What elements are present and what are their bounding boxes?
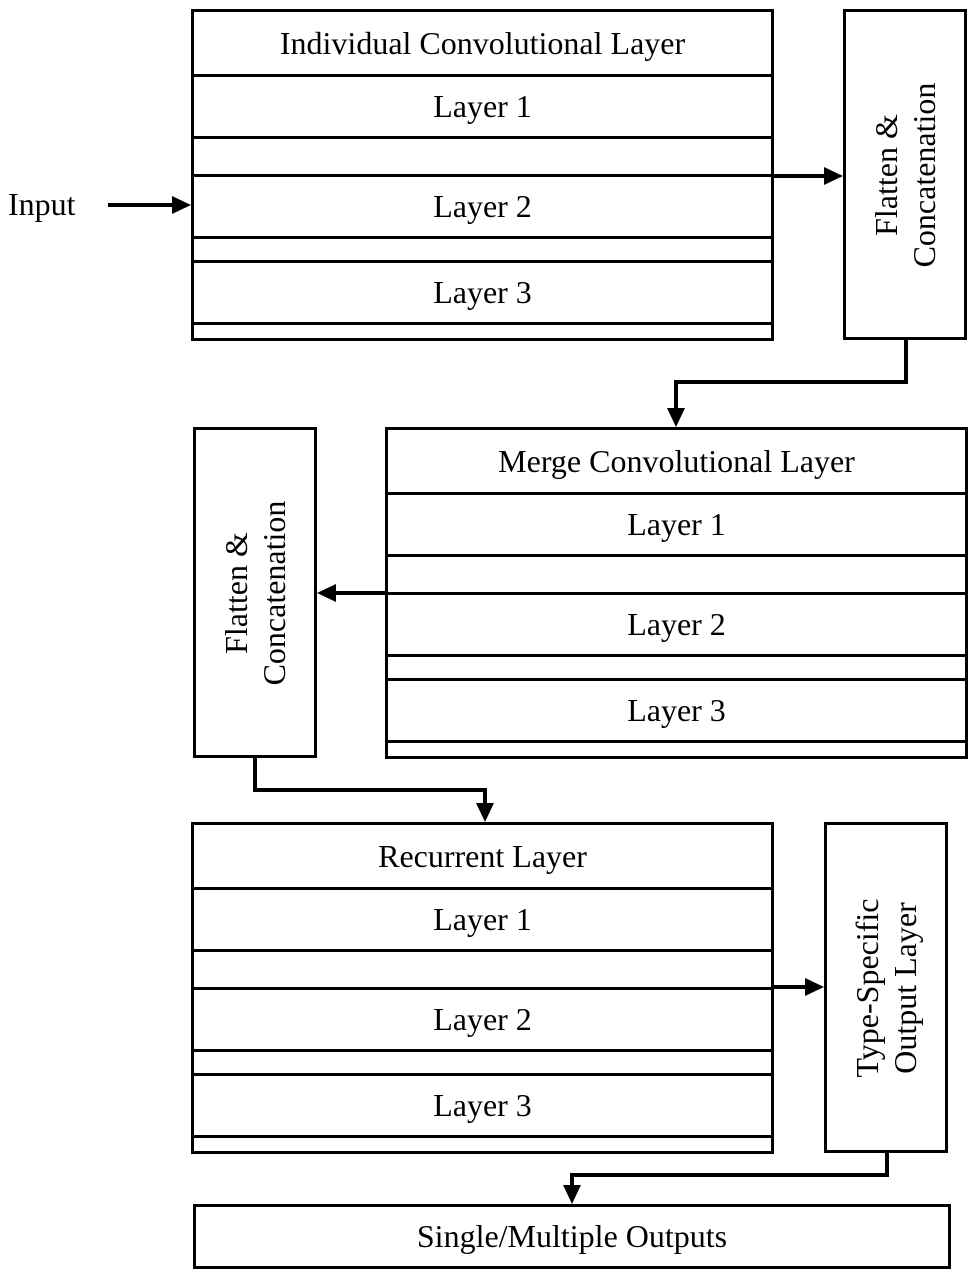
merge-conv-block: Merge Convolutional Layer Layer 1 Layer …	[385, 427, 968, 759]
merge-conv-layer-1: Layer 1	[388, 495, 965, 557]
merge-conv-layer-3: Layer 3	[388, 681, 965, 743]
merge-conv-title: Merge Convolutional Layer	[388, 430, 965, 495]
individual-conv-layer-1: Layer 1	[194, 77, 771, 139]
arrowhead-merge	[667, 408, 685, 427]
arrowhead-recurrent	[476, 803, 494, 822]
arrowhead-flatten-1	[824, 167, 843, 185]
merge-conv-spacer-1	[388, 557, 965, 595]
individual-conv-layer-3: Layer 3	[194, 263, 771, 325]
merge-conv-spacer-2	[388, 657, 965, 681]
flatten-concat-box-1: Flatten & Concatenation	[843, 9, 967, 340]
merge-conv-layer-2: Layer 2	[388, 595, 965, 657]
arrow-output-layer-to-outputs	[570, 1153, 889, 1190]
type-specific-output-box: Type-Specific Output Layer	[824, 822, 948, 1153]
arrowhead-outputs	[563, 1185, 581, 1204]
individual-conv-spacer-1	[194, 139, 771, 177]
recurrent-spacer-1	[194, 952, 771, 990]
arrowhead-output-layer	[805, 978, 824, 996]
recurrent-layer-1: Layer 1	[194, 890, 771, 952]
arrow-flatten-to-merge	[674, 340, 908, 412]
individual-conv-layer-2: Layer 2	[194, 177, 771, 239]
individual-conv-title: Individual Convolutional Layer	[194, 12, 771, 77]
recurrent-layer-3: Layer 3	[194, 1076, 771, 1138]
individual-conv-block: Individual Convolutional Layer Layer 1 L…	[191, 9, 774, 341]
arrow-flatten-to-recurrent	[253, 758, 487, 807]
input-label: Input	[8, 186, 76, 222]
individual-conv-spacer-2	[194, 239, 771, 263]
arrowhead-input	[172, 196, 191, 214]
flatten-concat-box-2: Flatten & Concatenation	[193, 427, 317, 758]
recurrent-title: Recurrent Layer	[194, 825, 771, 890]
outputs-box: Single/Multiple Outputs	[193, 1204, 951, 1269]
arrowhead-flatten-2	[317, 584, 336, 602]
recurrent-block: Recurrent Layer Layer 1 Layer 2 Layer 3	[191, 822, 774, 1154]
outputs-label: Single/Multiple Outputs	[416, 1218, 728, 1254]
recurrent-spacer-2	[194, 1052, 771, 1076]
recurrent-layer-2: Layer 2	[194, 990, 771, 1052]
